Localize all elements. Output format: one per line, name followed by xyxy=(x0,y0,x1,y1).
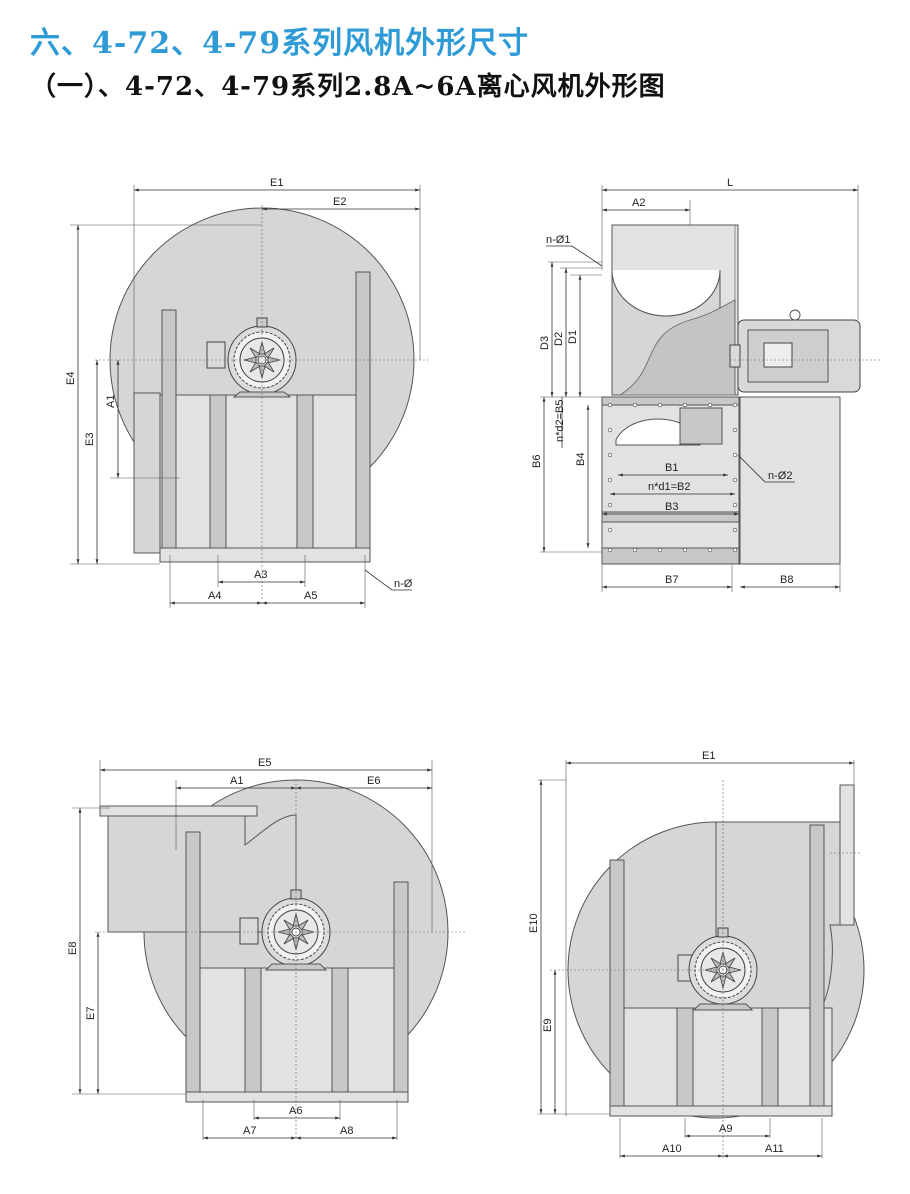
dim-a10-label: A10 xyxy=(662,1143,682,1155)
dim-e3-label: E3 xyxy=(84,433,96,446)
dim-e4-label: E4 xyxy=(65,372,77,385)
dim-a7-label: A7 xyxy=(243,1125,256,1137)
page-subtitle: （一）、4-72、4-79系列2.8A~6A离心风机外形图 xyxy=(30,72,666,102)
dim-a3-label: A3 xyxy=(254,569,267,581)
dim-a5-label: A5 xyxy=(304,590,317,602)
dim-e8-label: E8 xyxy=(67,942,79,955)
dim-a1-label-view3: A1 xyxy=(230,775,243,787)
dim-d3-label: D3 xyxy=(539,336,551,350)
dim-b8-label: B8 xyxy=(780,574,793,586)
dim-a4-label: A4 xyxy=(208,590,221,602)
dim-a9-label: A9 xyxy=(719,1123,732,1135)
dim-b4-label: B4 xyxy=(575,453,587,466)
dim-b6-label: B6 xyxy=(531,455,543,468)
dim-n-phi-label: n-Ø xyxy=(394,578,413,590)
flange-holes xyxy=(607,402,738,553)
dim-b5-label: n*d2=B5 xyxy=(554,399,566,442)
dim-l-label: L xyxy=(727,177,733,189)
dim-e5-label: E5 xyxy=(258,757,271,769)
dim-a2-label: A2 xyxy=(632,197,645,209)
dim-b3-label: B3 xyxy=(665,501,678,513)
view-4-side-outlet-elevation: E1 E10 E9 A9 A10 A11 xyxy=(528,750,865,1160)
dim-d2-label: D2 xyxy=(553,332,565,346)
dim-e1-label: E1 xyxy=(270,177,283,189)
dim-e9-label: E9 xyxy=(542,1019,554,1032)
dim-d1-label: D1 xyxy=(567,330,579,344)
view-1-front-elevation: E1 E2 E4 E3 A1 A3 A4 A5 n-Ø xyxy=(65,177,430,608)
dim-b1-label: B1 xyxy=(665,462,678,474)
page-title: 六、4-72、4-79系列风机外形尺寸 xyxy=(30,26,530,61)
dim-n-phi1-label: n-Ø1 xyxy=(546,234,570,246)
dim-e7-label: E7 xyxy=(85,1007,97,1020)
dim-b7-label: B7 xyxy=(665,574,678,586)
dim-a6-label: A6 xyxy=(289,1105,302,1117)
dim-a11-label: A11 xyxy=(765,1143,784,1155)
dim-e6-label: E6 xyxy=(367,775,380,787)
dim-e10-label: E10 xyxy=(528,913,540,933)
view-3-top-outlet-elevation: E5 A1 E6 E8 E7 A6 A7 A8 xyxy=(67,757,465,1140)
dim-a1-label: A1 xyxy=(105,395,117,408)
dim-e2-label: E2 xyxy=(333,196,346,208)
dim-a8-label: A8 xyxy=(340,1125,353,1137)
dim-e1-label-view4: E1 xyxy=(702,750,715,762)
dim-b2-label: n*d1=B2 xyxy=(648,481,691,493)
dim-n-phi2-label: n-Ø2 xyxy=(768,470,792,482)
view-2-side-elevation: L A2 n-Ø1 D3 D2 D1 n*d2=B5 B6 B4 B1 n*d1… xyxy=(531,177,880,592)
